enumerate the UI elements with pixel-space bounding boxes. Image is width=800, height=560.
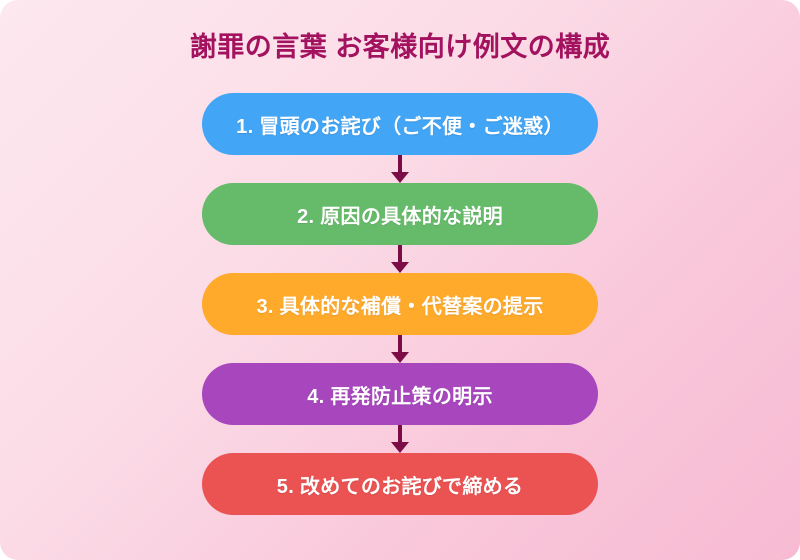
flow-step-4[interactable]: 4. 再発防止策の明示 <box>202 363 598 425</box>
arrow-head <box>391 352 409 363</box>
arrow-stem <box>398 155 402 177</box>
arrow-down-icon <box>391 335 409 363</box>
arrow-stem <box>398 245 402 267</box>
arrow-head <box>391 442 409 453</box>
flow-step-4-label: 4. 再発防止策の明示 <box>307 385 493 408</box>
flow-step-3-label: 3. 具体的な補償・代替案の提示 <box>256 295 544 318</box>
flow-connector-1-2 <box>202 155 598 183</box>
flowchart: 1. 冒頭のお詫び（ご不便・ご迷惑） 2. 原因の具体的な説明 3. 具体的な補… <box>202 93 598 515</box>
flow-connector-4-5 <box>202 425 598 453</box>
arrow-head <box>391 172 409 183</box>
arrow-down-icon <box>391 425 409 453</box>
flow-connector-3-4 <box>202 335 598 363</box>
flow-step-1[interactable]: 1. 冒頭のお詫び（ご不便・ご迷惑） <box>202 93 598 155</box>
flow-connector-2-3 <box>202 245 598 273</box>
flow-step-3[interactable]: 3. 具体的な補償・代替案の提示 <box>202 273 598 335</box>
arrow-down-icon <box>391 245 409 273</box>
flow-step-5-label: 5. 改めてのお詫びで締める <box>276 475 524 498</box>
page-title: 謝罪の言葉 お客様向け例文の構成 <box>189 32 611 62</box>
flow-step-5[interactable]: 5. 改めてのお詫びで締める <box>202 453 598 515</box>
arrow-head <box>391 262 409 273</box>
flow-step-2[interactable]: 2. 原因の具体的な説明 <box>202 183 598 245</box>
arrow-stem <box>398 335 402 357</box>
arrow-stem <box>398 425 402 447</box>
flow-step-2-label: 2. 原因の具体的な説明 <box>297 205 503 228</box>
flow-step-1-label: 1. 冒頭のお詫び（ご不便・ご迷惑） <box>236 115 564 138</box>
arrow-down-icon <box>391 155 409 183</box>
